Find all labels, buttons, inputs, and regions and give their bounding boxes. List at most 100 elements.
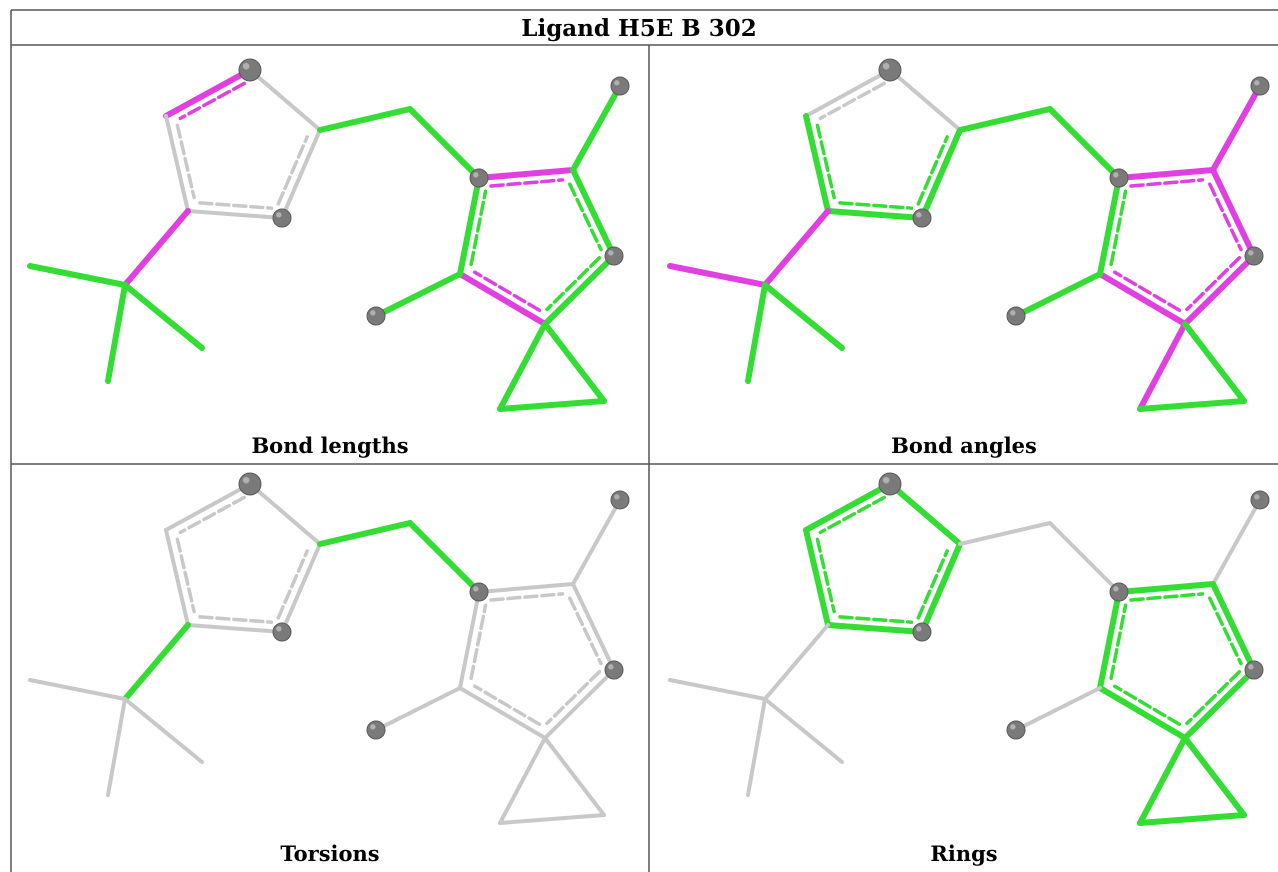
aromatic-bond-a2-a3 (815, 537, 836, 614)
bond-a11-a12 (458, 686, 547, 740)
bond-a4-a5 (919, 127, 963, 221)
bond-a8-a10 (571, 582, 616, 672)
bond-a11-a18 (497, 321, 548, 412)
aromatic-bond-a7-a8 (489, 592, 565, 602)
molecule-panel-torsions (28, 472, 630, 825)
bond-a6-a7 (407, 520, 482, 595)
caption-bond-lengths: Bond lengths (251, 432, 409, 458)
bond-a4-a5 (919, 541, 963, 635)
bond-a12-a7 (1097, 175, 1122, 277)
atom-a13 (366, 306, 386, 326)
atom-a7 (1109, 168, 1129, 188)
atom-a9 (1250, 76, 1270, 96)
bond-a14-a17 (746, 697, 767, 797)
bond-a1-a2 (803, 481, 893, 533)
bond-a7-a8 (1116, 581, 1216, 595)
atom-a4 (272, 622, 292, 642)
atom-highlight-a4 (916, 626, 922, 632)
bond-a14-a16 (763, 697, 844, 764)
bond-a1-a2 (163, 67, 253, 119)
bond-a3-a4 (825, 208, 925, 221)
aromatic-bond-a3-a4 (838, 615, 914, 624)
aromatic-bond-a2-a3 (175, 537, 196, 614)
bond-group (27, 67, 623, 412)
molecule-panel-bond-lengths (27, 58, 630, 412)
bond-a14-a15 (667, 263, 768, 288)
bond-a14-a15 (27, 263, 128, 288)
caption-torsions: Torsions (280, 840, 380, 866)
atom-a7 (469, 582, 489, 602)
bond-a12-a7 (458, 590, 481, 690)
atom-group (238, 472, 630, 740)
bond-a8-a9 (571, 498, 622, 586)
bond-a4-a5 (280, 128, 322, 220)
bond-a3-a4 (825, 622, 925, 635)
aromatic-bond-a10-a11 (1185, 669, 1242, 726)
bond-a5-a1 (888, 68, 962, 132)
bond-a18-a19 (1137, 812, 1247, 826)
bond-a5-a1 (887, 481, 963, 547)
atom-a10 (1244, 246, 1264, 266)
bond-a2-a3 (803, 113, 831, 214)
aromatic-bond-a3-a4 (198, 615, 274, 624)
atom-highlight-a10 (608, 250, 614, 256)
atom-a9 (610, 76, 630, 96)
aromatic-bond-a1-a2 (178, 81, 246, 121)
aromatic-bond-a12-a7 (1109, 189, 1128, 266)
atom-a10 (604, 246, 624, 266)
atom-a10 (1244, 660, 1264, 680)
bond-a8-a9 (1211, 498, 1262, 586)
atom-a7 (469, 168, 489, 188)
atom-a13 (1006, 720, 1026, 740)
bond-a11-a12 (1097, 271, 1188, 327)
atom-a1 (878, 58, 902, 82)
atom-highlight-a4 (276, 212, 282, 218)
bond-a1-a2 (164, 482, 252, 532)
atom-highlight-a1 (882, 62, 890, 70)
bond-a10-a11 (1182, 667, 1257, 741)
atom-a10 (604, 660, 624, 680)
atom-highlight-a13 (370, 310, 376, 316)
bond-a14-a15 (28, 678, 127, 701)
atom-a9 (610, 490, 630, 510)
aromatic-bond-a1-a2 (818, 81, 886, 121)
aromatic-bond-a10-a11 (545, 669, 602, 726)
bond-a5-a6 (317, 520, 413, 547)
aromatic-bond-a3-a4 (838, 201, 914, 210)
bond-a14-a16 (123, 697, 204, 764)
atom-highlight-a10 (1248, 664, 1254, 670)
bond-a7-a8 (477, 582, 575, 594)
figure-title: Ligand H5E B 302 (521, 14, 757, 42)
atom-a4 (272, 208, 292, 228)
bond-a2-a3 (803, 527, 831, 628)
atom-highlight-a10 (608, 664, 614, 670)
atom-a9 (1250, 490, 1270, 510)
aromatic-bond-a2-a3 (175, 123, 196, 200)
atom-a4 (912, 208, 932, 228)
bond-a5-a6 (958, 521, 1052, 546)
bond-a2-a3 (164, 528, 190, 627)
aromatic-bond-a1-a2 (178, 495, 246, 535)
atom-group (238, 58, 630, 326)
atom-highlight-a7 (473, 172, 479, 178)
aromatic-bond-a12-a7 (1109, 603, 1128, 680)
atom-a7 (1109, 582, 1129, 602)
caption-bond-angles: Bond angles (891, 432, 1037, 458)
atom-a13 (366, 720, 386, 740)
aromatic-bond-a8-a10 (568, 182, 603, 252)
atom-highlight-a7 (473, 586, 479, 592)
bond-a3-a14 (763, 623, 830, 701)
aromatic-bond-a11-a12 (473, 270, 542, 312)
aromatic-bond-a11-a12 (473, 684, 542, 726)
atom-highlight-a9 (1254, 80, 1260, 86)
bond-a11-a18 (1137, 735, 1188, 826)
aromatic-bond-a11-a12 (1113, 270, 1182, 312)
bond-a4-a5 (280, 542, 322, 634)
bond-a10-a11 (543, 668, 616, 740)
bond-group (668, 481, 1262, 826)
bond-a3-a14 (122, 208, 191, 288)
bond-a11-a19 (542, 321, 607, 404)
aromatic-bond-a7-a8 (1129, 178, 1205, 188)
bond-group (28, 482, 622, 825)
